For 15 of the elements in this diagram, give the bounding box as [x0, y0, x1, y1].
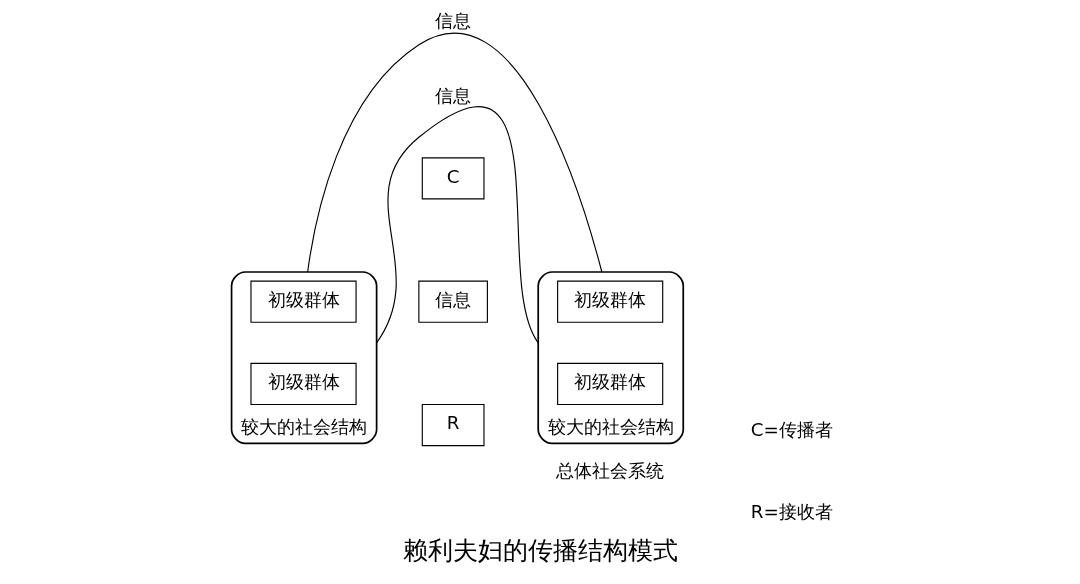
connector — [375, 106, 539, 344]
node-box: 初级群体 — [249, 280, 357, 323]
label: C=传播者 — [750, 419, 833, 441]
edge-label: 信息 — [434, 84, 471, 106]
node-box: 初级群体 — [556, 280, 663, 323]
edge-label: 信息 — [434, 10, 471, 32]
node-box: 初级群体 — [556, 362, 663, 406]
caption: 赖利夫妇的传播结构模式 — [402, 536, 678, 566]
label: R=接收者 — [750, 501, 833, 523]
node-box: 信息 — [417, 280, 488, 323]
connector — [306, 33, 602, 273]
node-box: R — [421, 403, 485, 447]
label: 总体社会系统 — [555, 460, 664, 482]
node-box: C — [421, 157, 485, 200]
node-box: 初级群体 — [249, 362, 357, 406]
